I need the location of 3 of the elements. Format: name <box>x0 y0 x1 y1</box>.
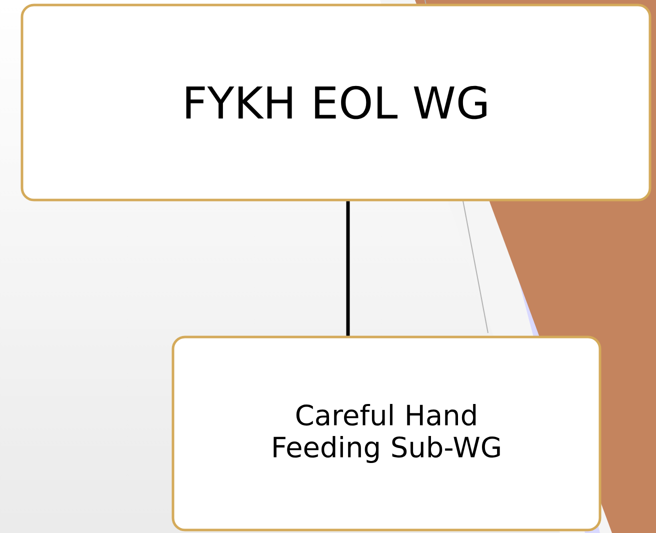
connector-line <box>346 201 350 336</box>
text-box: FYKH EOL WG <box>20 4 652 202</box>
text-box: Careful Hand Feeding Sub-WG <box>172 336 602 532</box>
